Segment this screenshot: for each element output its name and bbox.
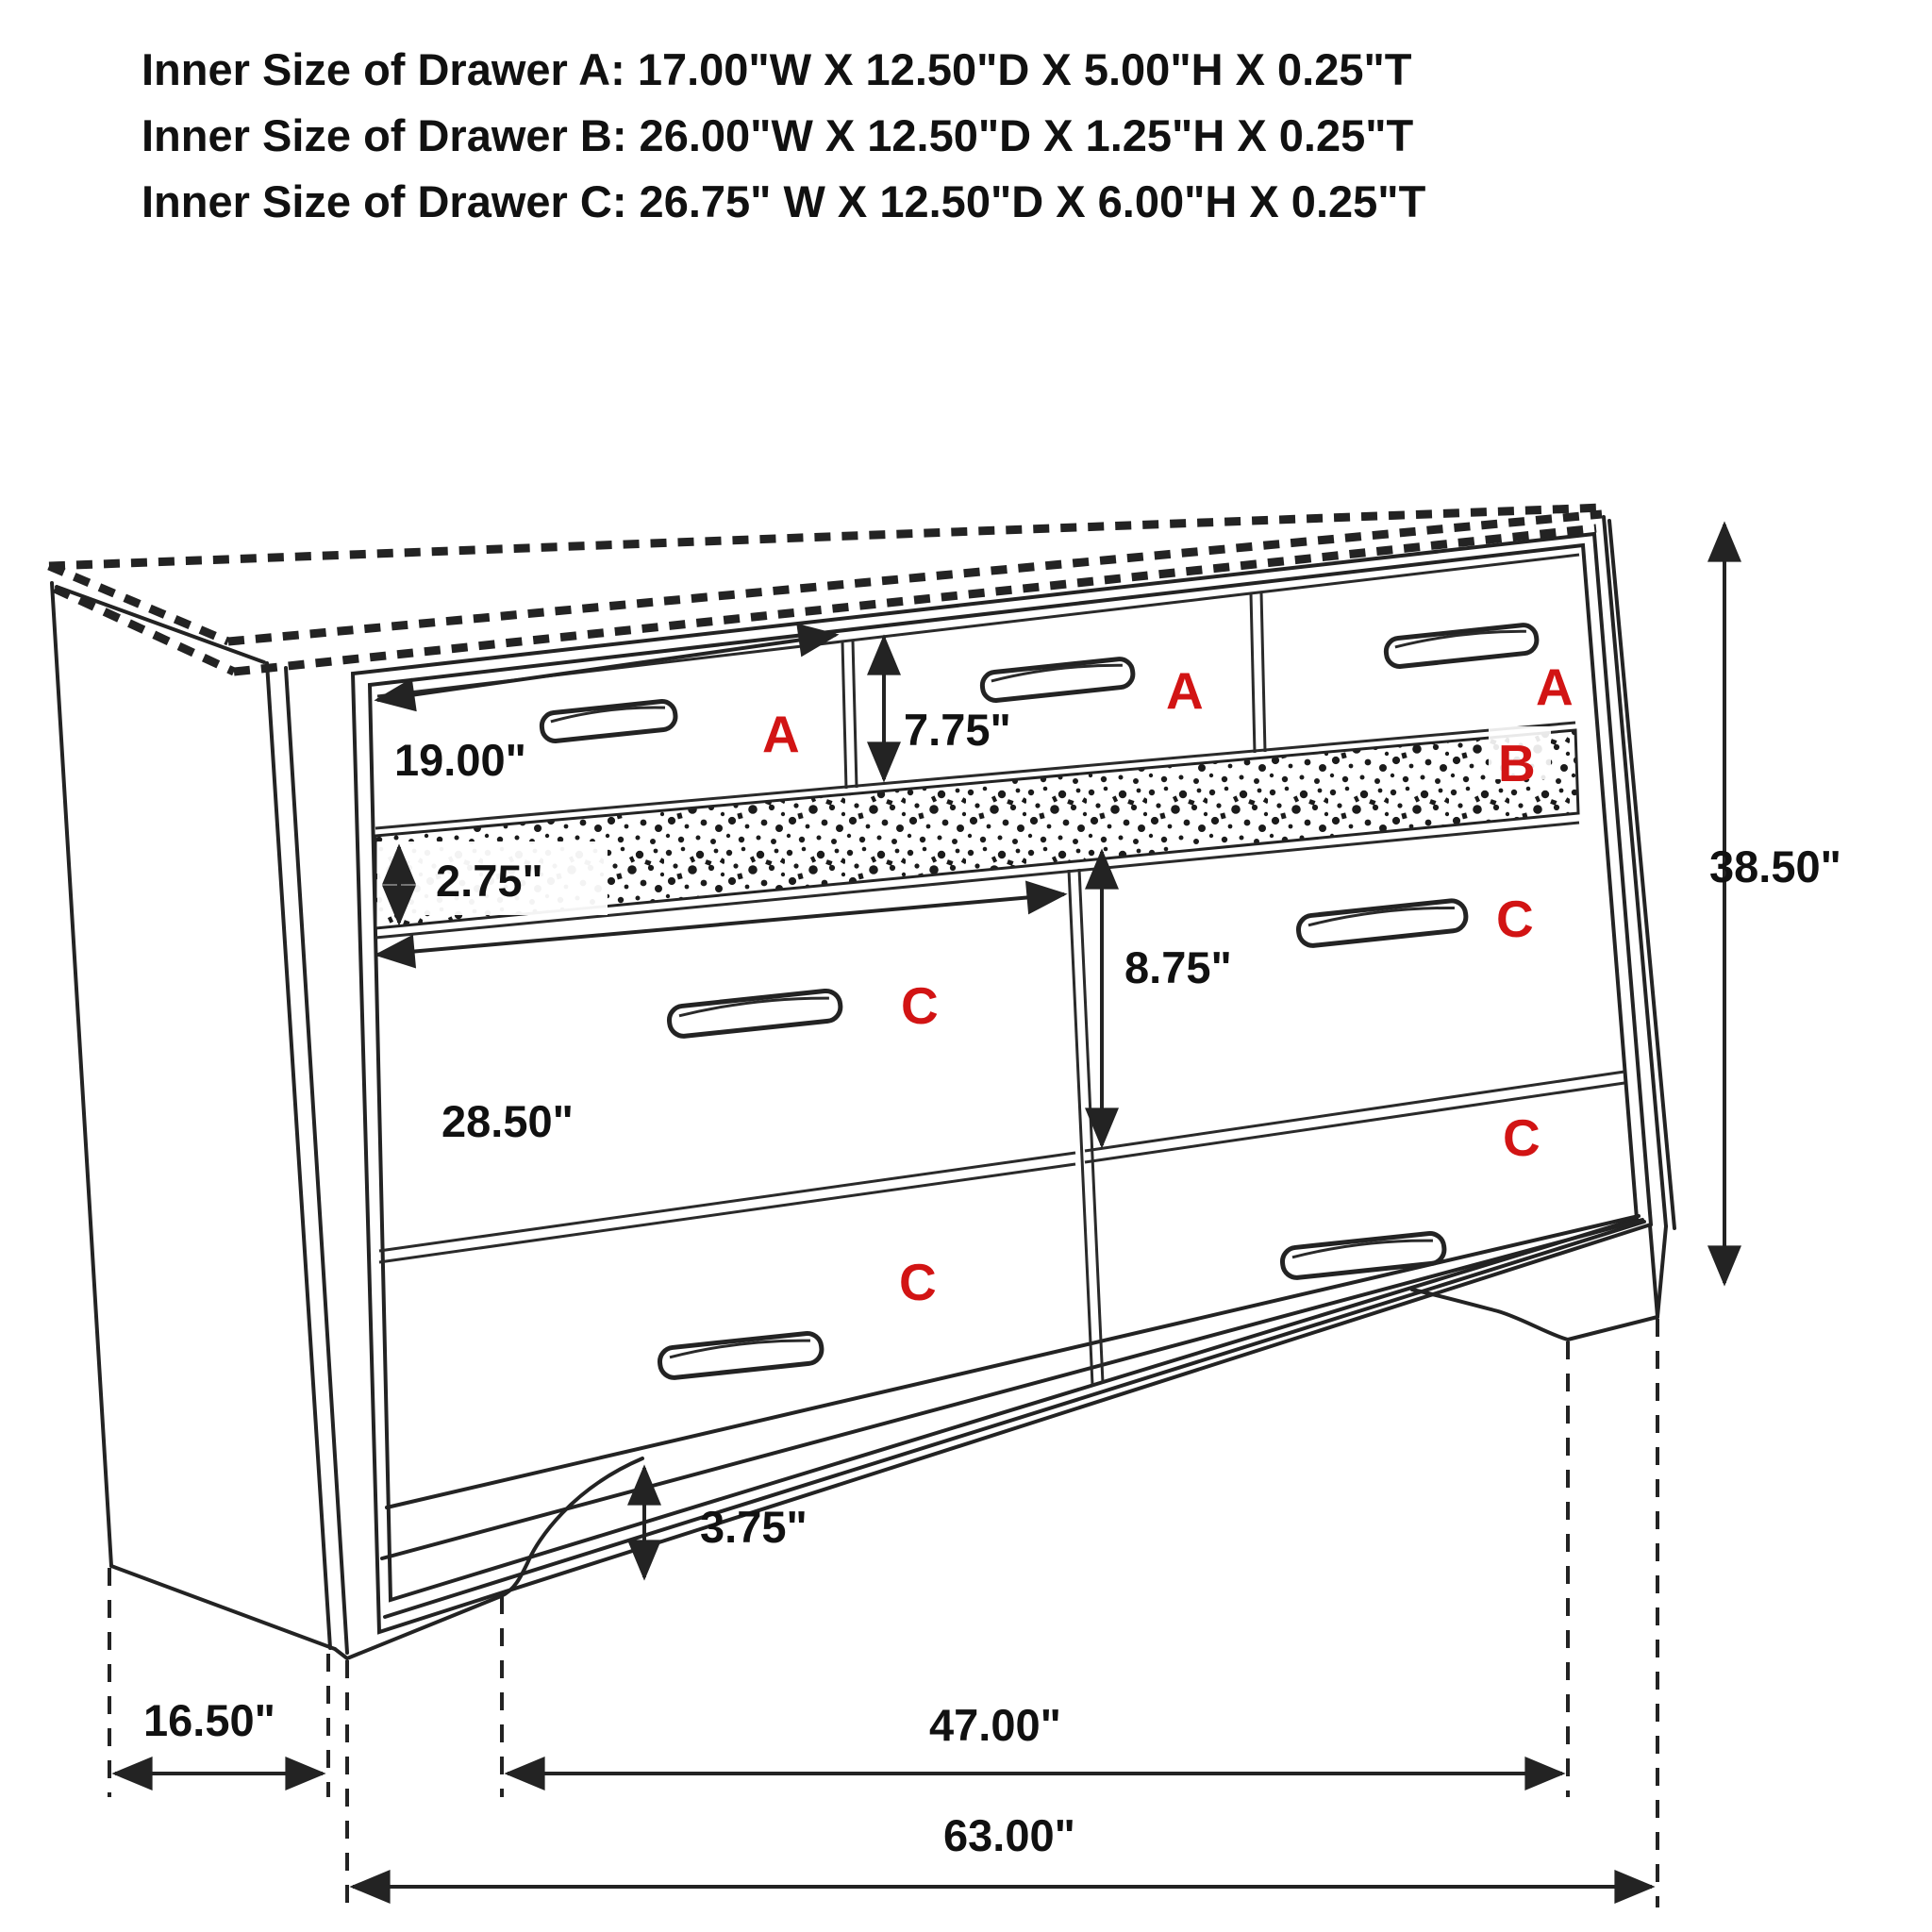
- dim-arrow-drawer-c-width: [374, 880, 1068, 969]
- handle-drawer-c-bottom-left: [657, 1331, 824, 1380]
- label-drawer-b: B: [1498, 734, 1536, 792]
- label-drawer-c-bottom-left: C: [899, 1253, 937, 1311]
- handle-drawer-a3: [1383, 623, 1540, 669]
- dimension-annotations: 19.00" 7.75" 2.75" 28.50" 8.75" 38.50" 3…: [108, 521, 1841, 1907]
- handle-drawer-a1: [539, 699, 678, 743]
- dim-label-foot-height: 3.75": [700, 1502, 808, 1552]
- label-drawer-c-bottom-right: C: [1503, 1108, 1541, 1167]
- dim-label-overall-height: 38.50": [1709, 841, 1841, 891]
- front-frame: [350, 515, 1676, 1635]
- handle-drawer-c-top-right: [1295, 898, 1469, 948]
- handle-drawer-a2: [979, 657, 1136, 703]
- label-drawer-a1: A: [762, 705, 800, 763]
- drawer-handles: [539, 623, 1540, 1380]
- dim-label-drawer-c-width: 28.50": [441, 1096, 574, 1146]
- bracket-feet: [345, 1224, 1659, 1660]
- projection-lines: [108, 1319, 1659, 1907]
- header-line-drawer-c: Inner Size of Drawer C: 26.75" W X 12.50…: [142, 176, 1426, 226]
- dresser-top-board: [47, 503, 1605, 676]
- handle-drawer-c-top-left: [666, 988, 843, 1039]
- label-drawer-a2: A: [1166, 661, 1204, 720]
- dim-label-drawer-c-height: 8.75": [1124, 942, 1232, 992]
- handle-drawer-c-bottom-right: [1279, 1231, 1447, 1280]
- dim-arrow-drawer-a-width: [374, 623, 840, 712]
- header-line-drawer-a: Inner Size of Drawer A: 17.00"W X 12.50"…: [142, 44, 1412, 94]
- dim-label-strip-height: 2.75": [436, 856, 543, 906]
- label-drawer-c-top-left: C: [901, 976, 939, 1035]
- dresser-drawing: A A A B C C C C: [47, 503, 1676, 1660]
- drawer-letter-labels: A A A B C C C C: [762, 658, 1574, 1311]
- header-notes: Inner Size of Drawer A: 17.00"W X 12.50"…: [142, 44, 1426, 226]
- dim-label-overall-depth: 16.50": [143, 1695, 275, 1745]
- header-line-drawer-b: Inner Size of Drawer B: 26.00"W X 12.50"…: [142, 110, 1414, 160]
- dim-label-drawer-a-width: 19.00": [394, 735, 526, 785]
- dim-label-overall-width: 63.00": [943, 1810, 1075, 1860]
- label-drawer-a3: A: [1536, 658, 1574, 716]
- dim-label-foot-spacing: 47.00": [929, 1700, 1061, 1750]
- left-side-panel: [50, 581, 349, 1660]
- dim-label-drawer-a-height: 7.75": [904, 705, 1011, 755]
- label-drawer-c-top-right: C: [1496, 890, 1534, 948]
